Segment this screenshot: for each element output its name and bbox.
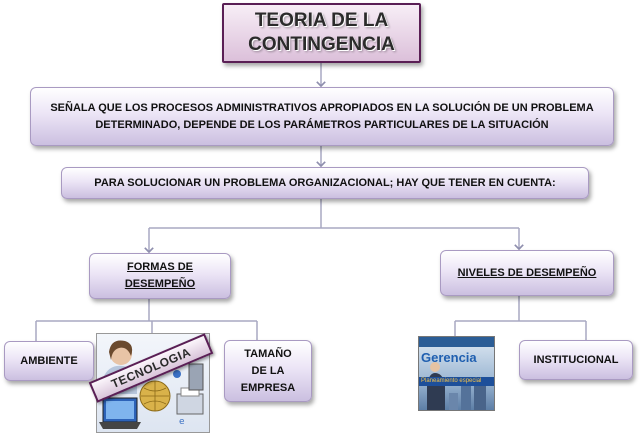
connector-formas-children	[35, 299, 258, 341]
connector-niveles-children	[454, 296, 587, 340]
gerencia-image-title: Gerencia	[421, 350, 477, 365]
niveles-text: NIVELES DE DESEMPEÑO	[457, 267, 597, 279]
connector-instruction-to-branches	[149, 199, 519, 229]
gerencia-image: Gerencia Planeamiento especial	[418, 336, 495, 411]
formas-de-desempeno-node: FORMAS DE DESEMPEÑO	[89, 253, 231, 299]
title-node: TEORIA DE LA CONTINGENCIA	[222, 3, 421, 63]
gerencia-image-subtitle: Planeamiento especial	[419, 377, 494, 386]
tamano-text: TAMAÑO DE LA EMPRESA	[240, 347, 296, 394]
institucional-text: INSTITUCIONAL	[533, 354, 619, 366]
institucional-node: INSTITUCIONAL	[519, 340, 633, 380]
svg-text:e: e	[179, 417, 185, 427]
definition-node: SEÑALA QUE LOS PROCESOS ADMINISTRATIVOS …	[30, 87, 614, 146]
definition-text: SEÑALA QUE LOS PROCESOS ADMINISTRATIVOS …	[50, 101, 594, 131]
title-text: TEORIA DE LA CONTINGENCIA	[248, 10, 395, 55]
formas-text: FORMAS DE DESEMPEÑO	[124, 261, 196, 290]
niveles-de-desempeno-node: NIVELES DE DESEMPEÑO	[440, 250, 614, 296]
instruction-node: PARA SOLUCIONAR UN PROBLEMA ORGANIZACION…	[61, 167, 589, 199]
instruction-text: PARA SOLUCIONAR UN PROBLEMA ORGANIZACION…	[94, 177, 556, 189]
ambiente-node: AMBIENTE	[4, 341, 94, 381]
ambiente-text: AMBIENTE	[20, 355, 78, 367]
tamano-empresa-node: TAMAÑO DE LA EMPRESA	[224, 340, 312, 402]
